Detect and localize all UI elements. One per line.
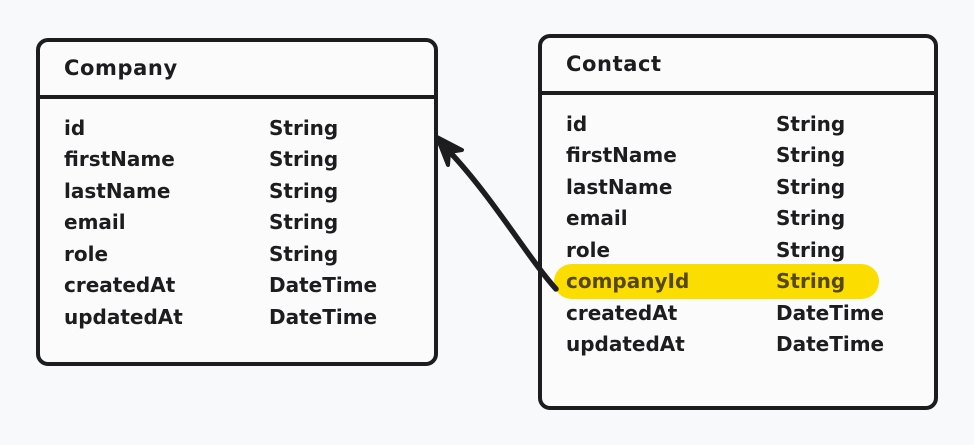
field-type: String xyxy=(269,178,339,203)
field-type: DateTime xyxy=(269,304,378,329)
field-row[interactable]: email String xyxy=(40,207,434,239)
field-name: email xyxy=(64,210,126,235)
entity-header-contact: Contact xyxy=(542,38,934,95)
field-row[interactable]: role String xyxy=(40,238,434,270)
entity-header-company: Company xyxy=(40,42,434,99)
field-row[interactable]: lastName String xyxy=(542,171,934,203)
field-row[interactable]: updatedAt DateTime xyxy=(542,329,934,361)
field-name: createdAt xyxy=(566,300,678,325)
field-name: updatedAt xyxy=(566,332,685,357)
field-row[interactable]: id String xyxy=(542,108,934,140)
field-name: companyId xyxy=(566,269,690,294)
field-name: createdAt xyxy=(64,273,176,298)
entity-title-company: Company xyxy=(64,56,178,80)
field-type: String xyxy=(269,115,339,140)
field-row[interactable]: updatedAt DateTime xyxy=(40,301,434,333)
field-type: String xyxy=(776,111,846,136)
field-type: DateTime xyxy=(776,332,885,357)
field-type: String xyxy=(776,174,846,199)
entity-title-contact: Contact xyxy=(566,52,662,76)
field-row[interactable]: firstName String xyxy=(542,140,934,172)
field-row[interactable]: role String xyxy=(542,234,934,266)
field-type: DateTime xyxy=(269,273,378,298)
entity-box-company[interactable]: Company id String firstName String lastN… xyxy=(36,38,438,366)
field-name: email xyxy=(566,206,628,231)
field-name: updatedAt xyxy=(64,304,183,329)
field-type: String xyxy=(776,206,846,231)
field-name: firstName xyxy=(566,143,677,168)
field-name: id xyxy=(64,115,86,140)
field-name: role xyxy=(64,241,109,266)
field-type: String xyxy=(776,143,846,168)
field-row[interactable]: createdAt DateTime xyxy=(40,270,434,302)
field-name: firstName xyxy=(64,147,175,172)
field-name: lastName xyxy=(566,174,673,199)
entity-box-contact[interactable]: Contact id String firstName String lastN… xyxy=(538,34,938,410)
field-type: String xyxy=(776,237,846,262)
field-row[interactable]: createdAt DateTime xyxy=(542,297,934,329)
field-type: String xyxy=(269,241,339,266)
field-row[interactable]: id String xyxy=(40,112,434,144)
field-type: DateTime xyxy=(776,300,885,325)
field-name: id xyxy=(566,111,588,136)
highlight-pill xyxy=(554,263,879,299)
field-type: String xyxy=(776,269,846,294)
entity-field-list-contact: id String firstName String lastName Stri… xyxy=(542,95,934,360)
field-name: role xyxy=(566,237,611,262)
field-row[interactable]: email String xyxy=(542,203,934,235)
field-row[interactable]: firstName String xyxy=(40,144,434,176)
field-name: lastName xyxy=(64,178,171,203)
field-row[interactable]: lastName String xyxy=(40,175,434,207)
field-row-highlighted-company-id[interactable]: companyId String xyxy=(542,263,934,299)
entity-field-list-company: id String firstName String lastName Stri… xyxy=(40,99,434,333)
field-type: String xyxy=(269,210,339,235)
field-type: String xyxy=(269,147,339,172)
